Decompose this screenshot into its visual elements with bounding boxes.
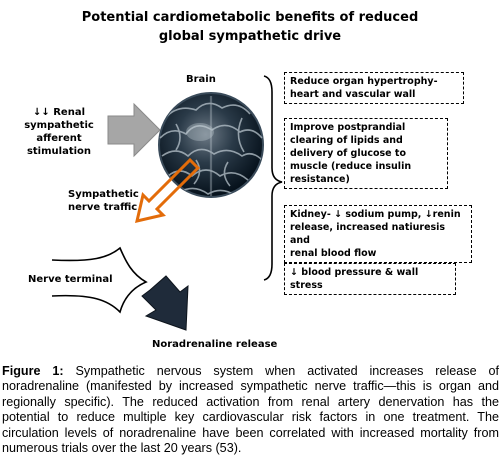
nerve-terminal-shape [51, 246, 148, 314]
title-line-2: global sympathetic drive [158, 29, 342, 44]
renal-label-line-3: afferent [36, 133, 82, 144]
renal-afferent-label: ↓↓ Renal sympathetic afferent stimulatio… [18, 106, 100, 158]
benefit-box-postprandial: Improve postprandial clearing of lipids … [284, 118, 448, 189]
caption-text: Sympathetic nervous system when activate… [2, 364, 500, 456]
benefit-2-line-3: delivery of glucose to [290, 148, 406, 159]
traffic-label-line-1: Sympathetic [68, 189, 139, 200]
brain-label: Brain [186, 74, 216, 85]
title-line-1: Potential cardiometabolic benefits of re… [81, 10, 419, 25]
renal-label-line-2: sympathetic [24, 120, 94, 131]
afferent-arrow [107, 102, 161, 158]
renal-label-line-1: ↓↓ Renal [32, 107, 86, 118]
figure-title: Potential cardiometabolic benefits of re… [60, 8, 440, 46]
benefit-2-line-4: muscle (reduce insulin [290, 161, 412, 172]
figure-caption: Figure 1: Sympathetic nervous system whe… [2, 364, 499, 456]
benefit-3-line-3: renal blood flow [290, 248, 377, 259]
benefit-3-line-1: Kidney- ↓ sodium pump, ↓renin [290, 209, 461, 220]
benefit-4-line-1: ↓ blood pressure & wall stress [290, 267, 419, 291]
benefits-brace [263, 75, 283, 281]
nerve-terminal-label: Nerve terminal [28, 274, 113, 285]
benefit-box-blood-pressure: ↓ blood pressure & wall stress [284, 263, 456, 295]
benefit-1-line-1: Reduce organ hypertrophy- [290, 76, 438, 87]
benefit-1-line-2: heart and vascular wall [290, 89, 416, 100]
noradrenaline-arrow [141, 275, 189, 331]
caption-label: Figure 1: [2, 364, 64, 378]
noradrenaline-release-label: Noradrenaline release [152, 339, 278, 350]
renal-label-line-4: stimulation [26, 146, 92, 157]
nerve-traffic-label: Sympathetic nerve traffic [68, 188, 148, 214]
benefit-box-hypertrophy: Reduce organ hypertrophy- heart and vasc… [284, 72, 464, 104]
benefit-box-kidney: Kidney- ↓ sodium pump, ↓renin release, i… [284, 205, 472, 263]
benefit-2-line-5: resistance) [290, 174, 350, 185]
traffic-label-line-2: nerve traffic [68, 202, 138, 213]
benefit-2-line-2: clearing of lipids and [290, 135, 403, 146]
brain-image [158, 92, 264, 198]
benefit-3-line-2: release, increased natiuresis and [290, 222, 446, 246]
sympathetic-outflow-arrow [134, 157, 201, 224]
benefit-2-line-1: Improve postprandial [290, 122, 406, 133]
